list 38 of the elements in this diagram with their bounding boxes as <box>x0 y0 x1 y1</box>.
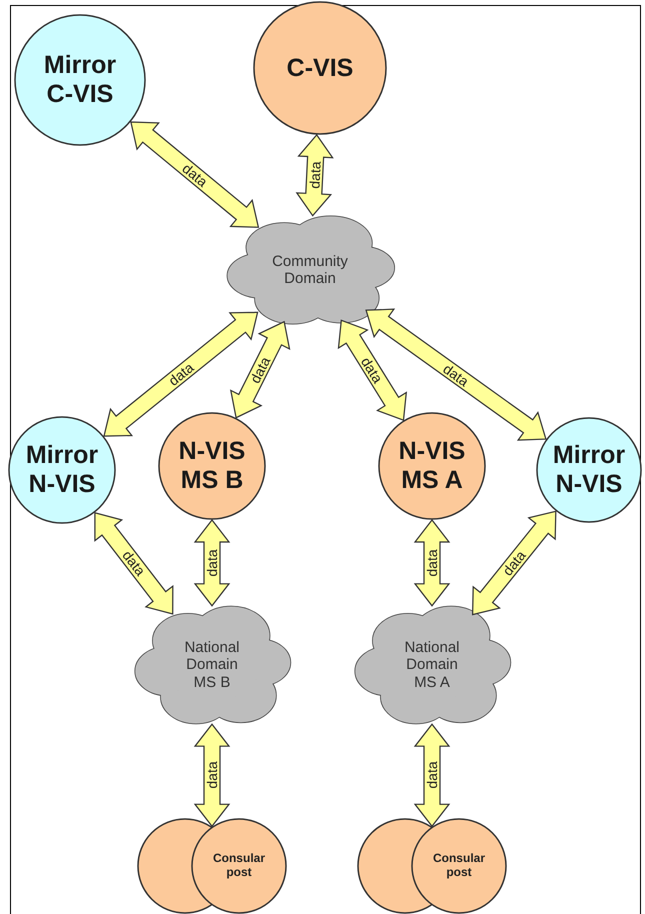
edge-label: data <box>500 548 528 578</box>
system-circle <box>536 417 642 523</box>
node-label: Mirror C-VIS <box>42 51 118 109</box>
system-circle <box>158 412 266 520</box>
node-label: N-VIS MS B <box>178 437 246 495</box>
edge-label: data <box>425 549 439 577</box>
system-circle <box>14 14 146 146</box>
node-label: Mirror N-VIS <box>24 441 100 499</box>
edge-label: data <box>440 361 472 388</box>
edge-label: data <box>205 762 219 789</box>
double-arrow <box>194 519 230 607</box>
edge-label: data <box>166 360 196 388</box>
consular-post-circles <box>137 818 287 914</box>
double-arrow <box>414 723 450 828</box>
double-arrow <box>94 512 174 615</box>
node-label: N-VIS MS A <box>398 437 466 495</box>
double-arrow <box>338 319 408 422</box>
double-arrow <box>230 320 290 419</box>
edge-label: data <box>307 161 322 190</box>
consular-post-circles <box>357 818 507 914</box>
edge-label: data <box>180 160 210 189</box>
edge-label: data <box>425 762 439 789</box>
system-circle <box>8 416 116 524</box>
edge-label: data <box>248 354 272 385</box>
node-label: C-VIS <box>286 54 354 82</box>
system-circle <box>253 1 387 135</box>
node-label: Mirror N-VIS <box>552 441 626 499</box>
double-arrow <box>296 134 334 217</box>
double-arrow <box>130 121 260 228</box>
node-label: Consular post <box>432 852 486 880</box>
double-arrow <box>103 312 258 437</box>
double-arrow <box>365 308 547 441</box>
node-label: Consular post <box>212 852 266 880</box>
double-arrow <box>472 510 556 616</box>
edge-label: data <box>205 549 219 577</box>
double-arrow <box>414 519 450 607</box>
double-arrow <box>194 723 230 828</box>
system-circle <box>378 412 486 520</box>
